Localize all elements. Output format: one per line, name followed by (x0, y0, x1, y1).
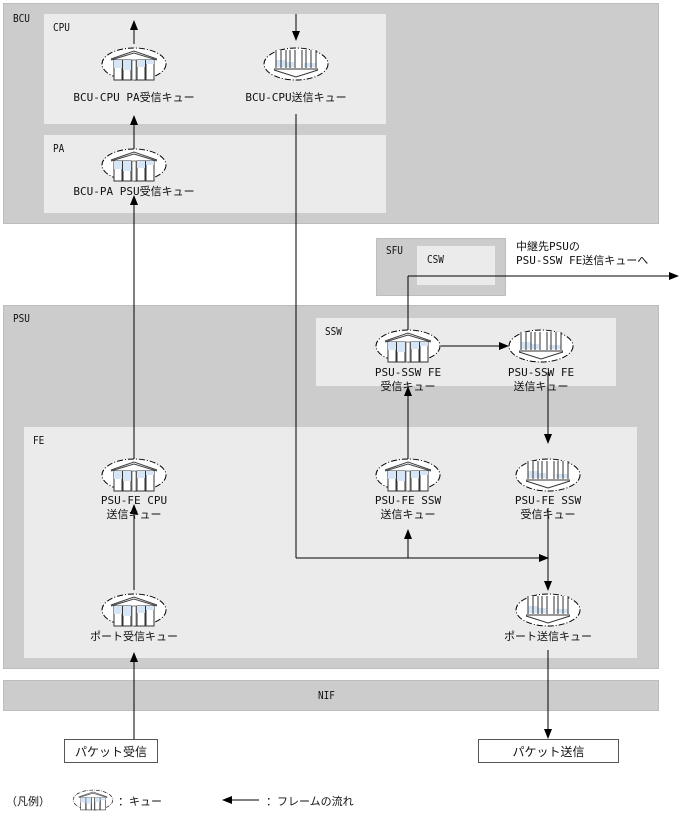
queue-label: PSU-FE SSW 受信キュー (515, 494, 581, 522)
queue-label-line1: PSU-FE SSW (374, 494, 442, 507)
packet-send-box: パケット送信 (478, 739, 619, 763)
fe-label: FE (33, 434, 45, 447)
queue-label-line2: 受信キュー (380, 380, 436, 393)
legend-title: （凡例） (6, 795, 50, 808)
queue-label-line1: PSU-FE SSW (514, 494, 582, 507)
send-queue-icon (515, 458, 581, 492)
queue-label-line2: 送信キュー (513, 380, 569, 393)
queue-label-line2: 送信キュー (380, 508, 436, 521)
pa-block (44, 135, 386, 213)
csw-block (417, 246, 495, 285)
relay-note: 中継先PSUの PSU-SSW FE送信キューへ (516, 240, 648, 268)
packet-receive-box: パケット受信 (64, 739, 158, 763)
sfu-label: SFU (386, 244, 403, 257)
queue-label: ポート受信キュー (90, 630, 178, 643)
queue-label: PSU-FE SSW 送信キュー (375, 494, 441, 522)
queue-label: ポート送信キュー (504, 630, 592, 643)
queue-label: PSU-FE CPU 送信キュー (101, 494, 167, 522)
cpu-label: CPU (53, 21, 70, 34)
queue-label: BCU-PA PSU受信キュー (73, 185, 195, 198)
send-queue-icon (263, 47, 329, 81)
queue-label-line1: PSU-FE CPU (100, 494, 168, 507)
psu-label: PSU (13, 312, 30, 325)
queue-label-line2: 送信キュー (106, 508, 162, 521)
receive-queue-icon (375, 458, 441, 492)
legend-flow-text: ：フレームの流れ (266, 795, 354, 808)
legend-queue-text: ：キュー (118, 795, 162, 808)
queue-label-line1: PSU-SSW FE (374, 366, 442, 379)
queue-label: PSU-SSW FE 受信キュー (375, 366, 441, 394)
receive-queue-icon (101, 458, 167, 492)
send-queue-icon (515, 593, 581, 627)
receive-queue-icon (101, 593, 167, 627)
queue-label-line1: PSU-SSW FE (507, 366, 575, 379)
receive-queue-icon (101, 148, 167, 182)
queue-label-line2: 受信キュー (520, 508, 576, 521)
queue-label: BCU-CPU送信キュー (245, 91, 347, 104)
bcu-label: BCU (13, 12, 30, 25)
receive-queue-icon (101, 47, 167, 81)
legend-queue-icon (72, 789, 114, 811)
ssw-label: SSW (325, 325, 342, 338)
send-queue-icon (508, 329, 574, 363)
nif-block (3, 680, 659, 711)
relay-note-line1: 中継先PSUの (516, 240, 580, 253)
cpu-block (44, 14, 386, 124)
csw-label: CSW (427, 253, 444, 266)
relay-note-line2: PSU-SSW FE送信キューへ (516, 254, 649, 267)
queue-label: PSU-SSW FE 送信キュー (508, 366, 574, 394)
pa-label: PA (53, 142, 65, 155)
receive-queue-icon (375, 329, 441, 363)
queue-label: BCU-CPU PA受信キュー (73, 91, 195, 104)
nif-label: NIF (318, 689, 335, 702)
